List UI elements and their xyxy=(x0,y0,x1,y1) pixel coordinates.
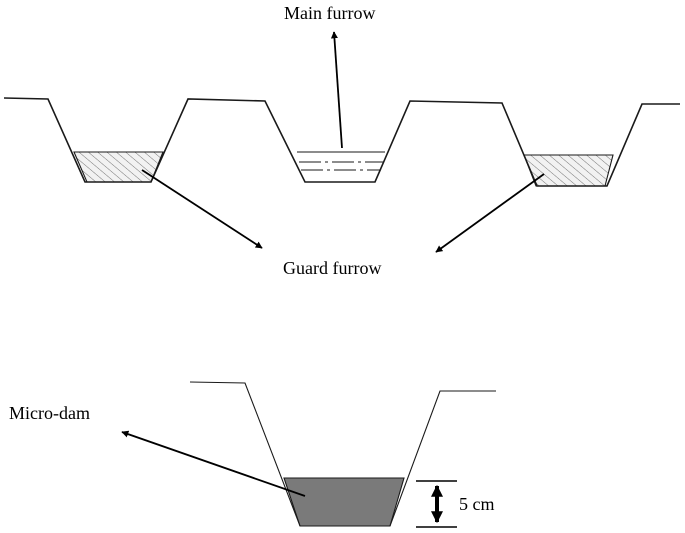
guard-furrow-left-water xyxy=(73,151,164,183)
micro-dam-label: Micro-dam xyxy=(9,403,90,423)
guard-furrow-label: Guard furrow xyxy=(283,258,381,278)
micro-dam-profile xyxy=(189,381,496,527)
main-furrow-water xyxy=(297,151,385,171)
micro-dam-fill xyxy=(283,477,405,527)
dam-height-label: 5 cm xyxy=(459,494,495,514)
furrow-cross-section xyxy=(3,97,680,187)
main-furrow-label: Main furrow xyxy=(284,3,375,23)
micro-dam-arrow xyxy=(121,430,306,497)
guard-furrow-arrow-left xyxy=(141,169,263,249)
main-furrow-arrow xyxy=(330,31,343,149)
guard-furrow-right-water xyxy=(523,154,614,187)
micro-dam-cross-section xyxy=(189,381,496,527)
ground-profile xyxy=(3,97,680,187)
guard-furrow-arrow-right xyxy=(435,173,545,253)
dam-height-dimension xyxy=(416,480,457,528)
